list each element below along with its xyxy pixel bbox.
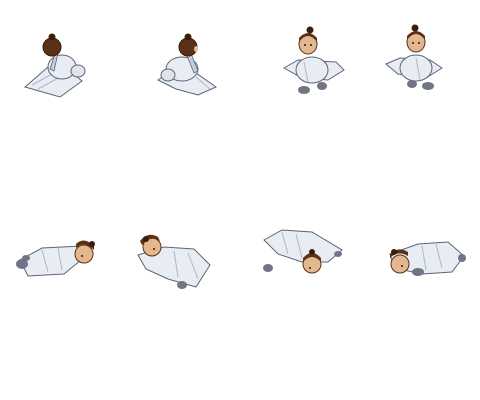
lying-figure-head-right-icon xyxy=(12,220,102,310)
sitting-figure-back-left-icon xyxy=(20,25,110,115)
lying-figure-head-left-low-icon xyxy=(378,228,468,318)
sitting-figure-front-left-icon xyxy=(278,22,368,112)
sitting-figure-back-right-icon xyxy=(150,25,240,115)
lying-figure-head-down-icon xyxy=(258,218,348,308)
sitting-figure-front-right-icon xyxy=(382,22,472,112)
lying-figure-head-left-icon xyxy=(128,225,218,315)
